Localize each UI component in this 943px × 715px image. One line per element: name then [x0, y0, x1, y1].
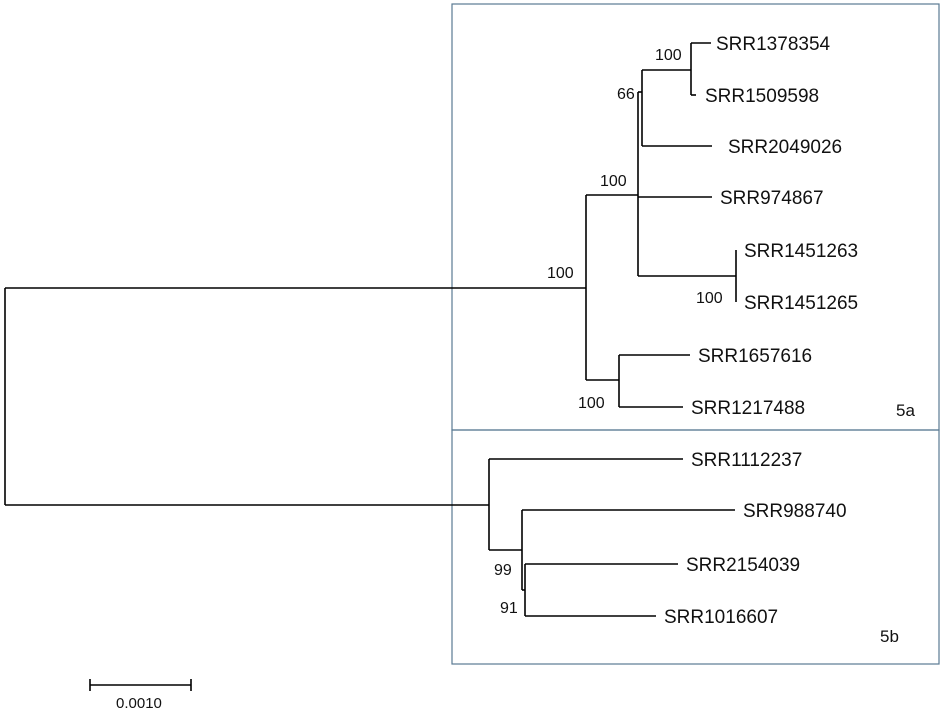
tip-label: SRR988740	[743, 501, 847, 522]
clade-label-5a: 5a	[896, 401, 915, 420]
bootstrap-value: 100	[547, 265, 574, 282]
tip-label: SRR1657616	[698, 346, 812, 367]
tip-label: SRR974867	[720, 188, 824, 209]
bootstrap-value: 99	[494, 562, 512, 579]
tip-label: SRR2154039	[686, 555, 800, 576]
tip-label: SRR1451263	[744, 241, 858, 262]
bootstrap-value: 100	[578, 395, 605, 412]
tip-label: SRR1217488	[691, 398, 805, 419]
bootstrap-value: 100	[696, 290, 723, 307]
bootstrap-value: 100	[655, 47, 682, 64]
tip-label: SRR1378354	[716, 34, 831, 55]
tip-label: SRR1112237	[691, 450, 802, 471]
clade-label-5b: 5b	[880, 627, 899, 646]
scale-bar-label: 0.0010	[116, 695, 162, 712]
tip-label: SRR1509598	[705, 86, 819, 107]
tip-label: SRR1451265	[744, 293, 858, 314]
bootstrap-value: 91	[500, 600, 518, 617]
clade-box-5a	[451, 3, 940, 431]
tip-label: SRR2049026	[728, 137, 842, 158]
clade-box-5b	[451, 429, 940, 665]
bootstrap-value: 100	[600, 173, 627, 190]
bootstrap-value: 66	[617, 86, 635, 103]
tip-label: SRR1016607	[664, 607, 778, 628]
